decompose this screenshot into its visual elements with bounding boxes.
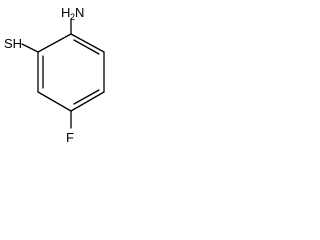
thiol-label: SH [4,36,22,51]
amine-n: N [75,5,84,20]
bond-c6-c1 [37,33,72,53]
bond-to-thiol [21,43,39,53]
structure-diagram: H 2 N SH F [0,0,140,155]
double-bond-inner-2 [73,89,100,105]
bond-c1-c2 [70,33,105,53]
fluorine-label: F [66,130,74,145]
amine-subscript: 2 [70,12,75,22]
amine-label: H 2 N [61,5,84,22]
double-bond-inner-1 [73,39,100,55]
molecule-drawing: H 2 N SH F [4,5,105,145]
bond-c4-c5 [37,91,72,112]
bond-c3-c4 [70,91,105,112]
amine-h: H [61,5,70,20]
